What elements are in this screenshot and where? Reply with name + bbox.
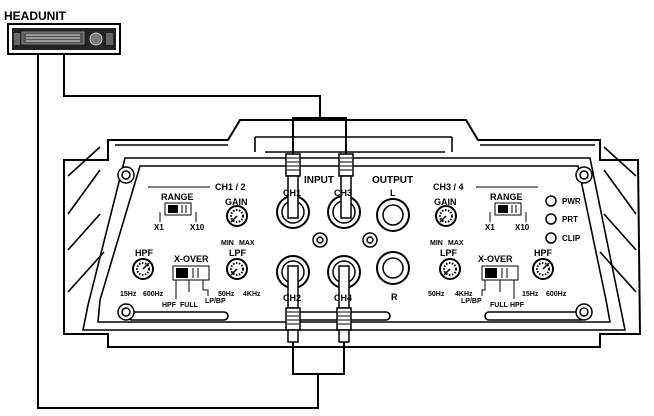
left-xover-hpf: HPF xyxy=(162,302,177,309)
left-xover-switch[interactable] xyxy=(172,265,210,281)
right-range-switch[interactable] xyxy=(494,202,522,216)
right-hpf-lo: 15Hz xyxy=(522,291,539,298)
left-lpf-hi: 4KHz xyxy=(243,291,261,298)
output-jack-left[interactable] xyxy=(376,198,410,232)
left-gain-max: MAX xyxy=(239,240,255,247)
left-gain-title: GAIN xyxy=(225,197,248,207)
left-hpf-hi: 600Hz xyxy=(143,291,164,298)
right-xover-title: X-OVER xyxy=(478,254,513,264)
left-gain-knob[interactable] xyxy=(226,205,248,227)
ch12-header: CH1 / 2 xyxy=(215,182,246,192)
rca-plug-ch3 xyxy=(338,153,354,219)
output-left-label: L xyxy=(390,188,396,198)
ch34-header: CH3 / 4 xyxy=(433,182,464,192)
left-hpf-knob[interactable] xyxy=(132,258,154,280)
right-hpf-knob[interactable] xyxy=(532,258,554,280)
right-xover-full: FULL xyxy=(490,302,509,309)
input-ch2-label: CH2 xyxy=(283,293,301,303)
right-lpf-lo: 50Hz xyxy=(428,291,445,298)
clip-label: CLIP xyxy=(562,234,581,243)
amplifier-chassis xyxy=(63,119,642,348)
left-lpf-title: LPF xyxy=(229,248,247,258)
prt-led xyxy=(545,213,557,225)
right-gain-min: MIN xyxy=(430,240,443,247)
left-range-switch[interactable] xyxy=(164,202,192,216)
left-hpf-title: HPF xyxy=(135,248,154,258)
left-lpf-knob[interactable] xyxy=(226,258,248,280)
left-gain-min: MIN xyxy=(221,240,234,247)
output-title: OUTPUT xyxy=(372,175,413,186)
right-lpf-hi: 4KHz xyxy=(455,291,473,298)
left-hpf-lo: 15Hz xyxy=(120,291,137,298)
left-range-x10: X10 xyxy=(190,223,205,232)
rca-plug-ch4 xyxy=(336,265,352,343)
left-range-title: RANGE xyxy=(161,192,194,202)
rca-plug-ch2 xyxy=(285,265,301,343)
pwr-led xyxy=(545,195,557,207)
prt-label: PRT xyxy=(562,215,578,224)
right-hpf-title: HPF xyxy=(534,248,553,258)
input-ch3-label: CH3 xyxy=(334,188,352,198)
rca-plug-ch1 xyxy=(285,153,301,219)
right-xover-hpf: HPF xyxy=(510,302,525,309)
right-gain-title: GAIN xyxy=(434,197,457,207)
left-range-x1: X1 xyxy=(154,223,164,232)
right-range-x10: X10 xyxy=(515,223,530,232)
output-right-label: R xyxy=(391,292,398,302)
right-lpf-knob[interactable] xyxy=(439,258,461,280)
headunit-label: HEADUNIT xyxy=(4,9,67,23)
right-hpf-hi: 600Hz xyxy=(546,291,567,298)
input-title: INPUT xyxy=(304,175,334,186)
left-xover-lpbp: LP/BP xyxy=(205,298,226,305)
mounting-screws xyxy=(117,166,593,321)
right-range-x1: X1 xyxy=(485,223,495,232)
input-ch1-label: CH1 xyxy=(283,188,301,198)
input-ch4-label: CH4 xyxy=(334,293,352,303)
left-xover-full: FULL xyxy=(180,302,199,309)
clip-led xyxy=(545,232,557,244)
left-xover-title: X-OVER xyxy=(174,254,209,264)
right-range-title: RANGE xyxy=(490,192,523,202)
right-xover-lpbp: LP/BP xyxy=(461,298,482,305)
right-lpf-title: LPF xyxy=(440,248,458,258)
left-lpf-lo: 50Hz xyxy=(218,291,235,298)
headunit-device xyxy=(7,23,121,55)
right-gain-knob[interactable] xyxy=(435,205,457,227)
output-jack-right[interactable] xyxy=(376,251,410,285)
right-xover-switch[interactable] xyxy=(481,265,519,281)
right-gain-max: MAX xyxy=(448,240,464,247)
pwr-label: PWR xyxy=(562,197,581,206)
